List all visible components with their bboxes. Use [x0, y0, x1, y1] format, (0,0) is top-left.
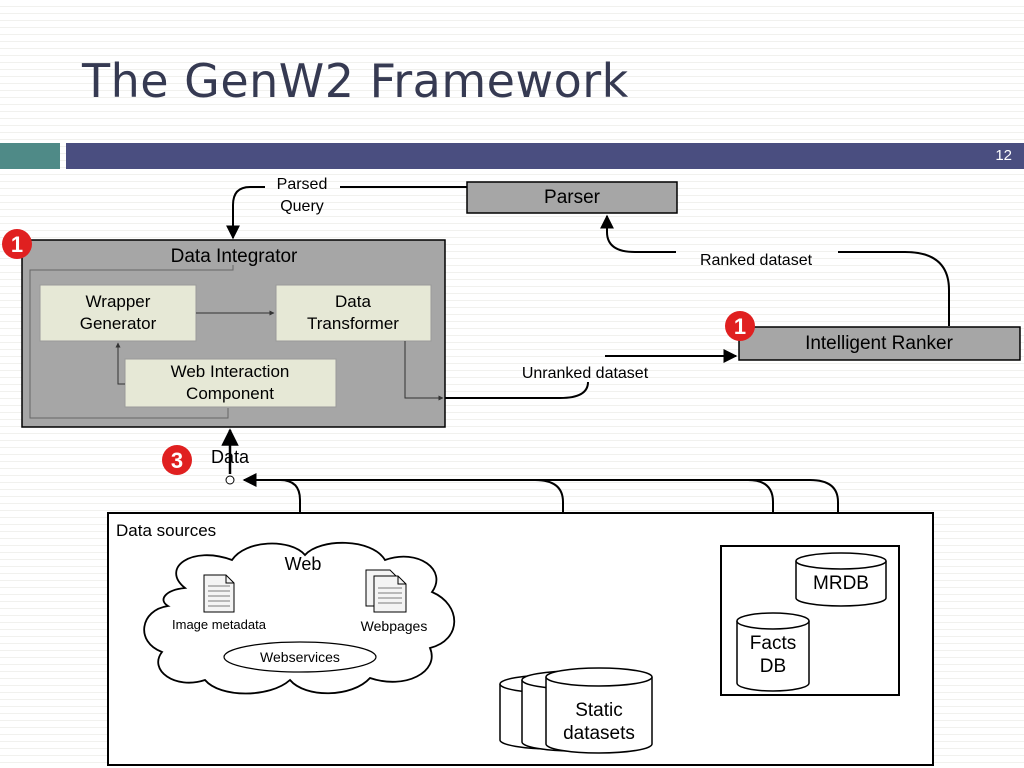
svg-text:1: 1: [734, 314, 746, 339]
facts-db-label-1: Facts: [750, 633, 796, 654]
data-integrator-title: Data Integrator: [171, 246, 298, 267]
image-metadata-label: Image metadata: [172, 617, 267, 632]
wrapper-generator-label-1: Wrapper: [86, 292, 151, 311]
web-label: Web: [285, 554, 322, 574]
webservices-label: Webservices: [260, 649, 340, 665]
webpages-label: Webpages: [361, 618, 428, 634]
web-interaction-label-1: Web Interaction: [171, 362, 290, 381]
web-interaction-label-2: Component: [186, 384, 274, 403]
unranked-dataset-line: [445, 381, 589, 399]
badge-ranker: 1: [725, 311, 755, 341]
static-datasets-cylinders: [499, 667, 653, 754]
parsed-query-arrow: [226, 186, 265, 240]
header-band: [66, 143, 1024, 169]
header-band-accent: [0, 143, 60, 169]
parser-box: Parser: [466, 181, 678, 214]
wrapper-generator-label-2: Generator: [80, 314, 157, 333]
parsed-query-label-2: Query: [280, 198, 324, 215]
static-datasets-label-1: Static: [575, 700, 623, 721]
badge-data: 3: [162, 445, 192, 475]
unranked-dataset-label: Unranked dataset: [522, 365, 649, 382]
wrapper-generator-box: Wrapper Generator: [39, 284, 197, 342]
data-transformer-box: Data Transformer: [275, 284, 432, 342]
data-sources-title: Data sources: [116, 521, 216, 540]
document-icon: [203, 574, 235, 613]
parser-label: Parser: [544, 187, 601, 208]
svg-text:3: 3: [171, 448, 183, 473]
data-hub: [225, 475, 235, 485]
badge-integrator: 1: [2, 229, 32, 259]
slide-title: The GenW2 Framework: [82, 54, 629, 108]
ranked-dataset-line: [838, 251, 950, 326]
ranked-dataset-arrow: [600, 214, 676, 253]
data-transformer-label-2: Transformer: [307, 314, 399, 333]
transformer-out-arrow: [404, 341, 444, 401]
intelligent-ranker-box: Intelligent Ranker: [738, 326, 1021, 361]
data-transformer-label-1: Data: [335, 292, 371, 311]
static-datasets-label-2: datasets: [563, 723, 635, 744]
parsed-query-label-1: Parsed: [277, 176, 328, 193]
page-number: 12: [995, 147, 1012, 164]
web-to-wrapper-arrow: [115, 342, 125, 385]
data-label: Data: [211, 447, 250, 467]
facts-db-label-2: DB: [760, 656, 786, 677]
facts-db-cylinder: [736, 612, 810, 692]
webservices-ellipse: [223, 641, 377, 673]
web-cloud: Web Image metadata Webpages Webservices: [143, 541, 456, 695]
ranked-dataset-label: Ranked dataset: [700, 252, 813, 269]
web-interaction-box: Web Interaction Component: [124, 358, 337, 408]
integrator-inner-route: [29, 265, 234, 419]
mrdb-label: MRDB: [813, 573, 869, 594]
intelligent-ranker-label: Intelligent Ranker: [805, 333, 954, 354]
source-connector-lines: [242, 473, 839, 675]
svg-text:1: 1: [11, 232, 23, 257]
webpages-icon: [365, 569, 407, 613]
mrdb-cylinder: [795, 552, 887, 607]
